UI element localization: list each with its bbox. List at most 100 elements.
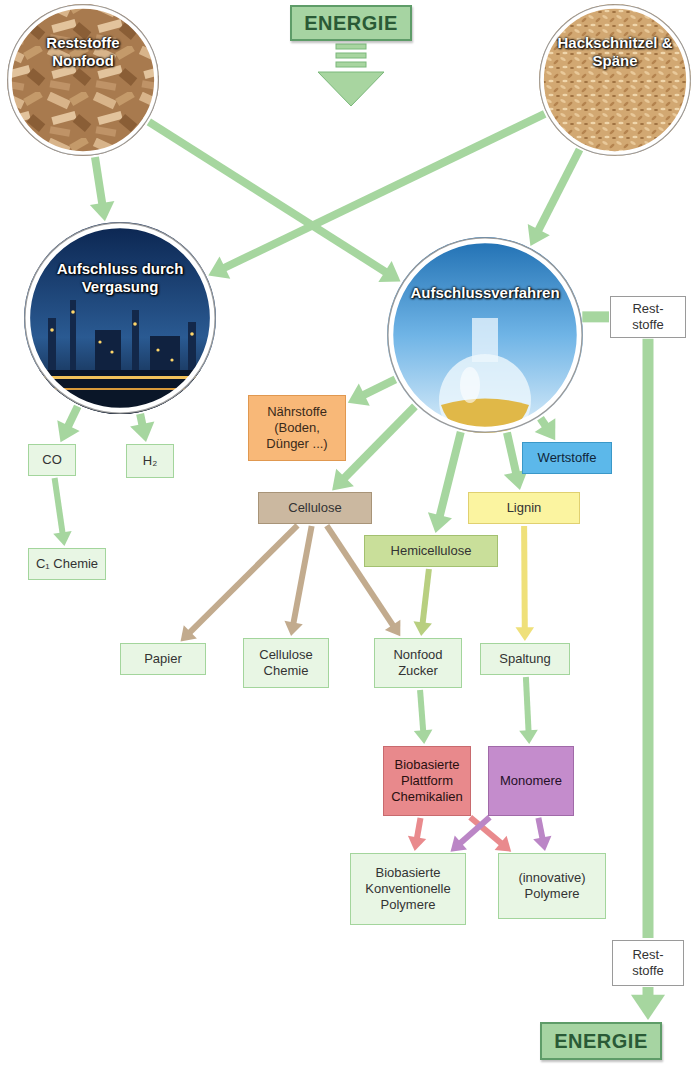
platform-box: Biobasierte Plattform Chemikalien <box>383 746 471 816</box>
circle-outline <box>7 4 159 156</box>
node-text: C₁ Chemie <box>36 556 98 572</box>
product-box: Cellulose Chemie <box>243 638 329 688</box>
arrow-head <box>535 418 556 440</box>
refinery-silhouette <box>20 300 230 420</box>
flow-arrow <box>582 316 609 317</box>
wood-chips-photo <box>7 4 159 156</box>
arrow-head <box>378 261 400 282</box>
node-text: Aufschluss durch Vergasung <box>47 260 193 296</box>
product-box: Nonfood Zucker <box>374 638 462 688</box>
arrow-shaft <box>538 149 580 231</box>
arrow-head <box>414 730 433 744</box>
arrow-shaft <box>582 311 609 322</box>
node-text: Nonfood Zucker <box>381 647 455 679</box>
arrow-head <box>413 621 431 636</box>
flow-arrow <box>414 690 433 744</box>
flow-arrow <box>130 414 154 442</box>
flow-arrow <box>515 526 534 641</box>
node-text: Biobasierte Plattform Chemikalien <box>390 757 464 805</box>
circle-outline <box>24 222 216 414</box>
circle-label: Hackschnitzel & Späne <box>557 34 673 70</box>
node-text: CO <box>42 452 62 468</box>
monomer-box: Monomere <box>488 746 574 816</box>
node-text: Wertstoffe <box>538 450 597 466</box>
arrow-head <box>53 531 71 546</box>
arrow-shaft <box>643 339 654 938</box>
arrow-shaft <box>507 433 517 475</box>
arrow-shaft <box>343 406 415 479</box>
arrow-head <box>284 621 302 636</box>
arrow-head <box>90 201 115 221</box>
node-text: Hemicellulose <box>391 543 472 559</box>
nutrient-box: Nährstoffe (Boden, Dünger ...) <box>248 395 346 461</box>
arrow-shaft <box>538 818 542 840</box>
arrow-shaft <box>420 690 423 732</box>
node-text: (innovative) Polymere <box>505 870 599 902</box>
product-box: H₂ <box>126 444 174 478</box>
energy-box: ENERGIE <box>540 1022 662 1060</box>
arrow-head <box>519 730 538 744</box>
node-text: Lignin <box>507 500 542 516</box>
arrow-head <box>181 625 197 641</box>
flow-arrow <box>535 418 556 440</box>
node-text: Monomere <box>500 773 562 789</box>
arrow-shaft <box>222 114 544 269</box>
node-text: ENERGIE <box>554 1029 648 1053</box>
hemicellulose-box: Hemicellulose <box>364 535 498 567</box>
arrow-head <box>631 995 665 1020</box>
arrow-head <box>385 620 400 637</box>
arrow-shaft <box>55 478 63 534</box>
circle-shadow-ring <box>25 223 215 413</box>
arrow-head <box>495 836 512 852</box>
flow-arrow <box>451 817 490 851</box>
flow-arrow <box>470 817 511 851</box>
flow-arrow <box>428 432 461 533</box>
circle-label: Aufschluss durch Vergasung <box>47 260 193 296</box>
flow-arrow <box>348 379 396 405</box>
circle-outline <box>539 4 691 156</box>
circle-label: Reststoffe Nonfood <box>25 34 141 70</box>
node-text: Rest- stoffe <box>619 947 677 979</box>
arrow-shaft <box>362 379 396 396</box>
flow-arrow <box>533 818 551 851</box>
arrow-head <box>408 836 426 851</box>
node-text: ENERGIE <box>304 11 398 35</box>
product-box: Papier <box>120 643 206 675</box>
node-text: Rest- stoffe <box>617 301 679 333</box>
arrow-head <box>528 224 550 246</box>
flow-arrow <box>648 339 649 938</box>
arrow-shaft <box>439 432 460 518</box>
arrow-head <box>451 836 468 852</box>
flow-arrow <box>57 406 79 442</box>
material-circle: Hackschnitzel & Späne <box>539 4 691 156</box>
product-box: Biobasierte Konventionelle Polymere <box>350 853 466 925</box>
node-text: Aufschlussverfahren <box>399 284 572 302</box>
residue-box: Rest- stoffe <box>610 296 686 338</box>
arrow-head <box>208 256 230 278</box>
arrow-head <box>533 836 551 851</box>
energy-box: ENERGIE <box>290 5 412 41</box>
circle-white-ring <box>10 7 156 153</box>
arrow-shaft <box>189 525 298 633</box>
node-text: Papier <box>144 651 182 667</box>
flow-arrow <box>90 157 115 221</box>
circle-white-ring <box>28 226 212 410</box>
arrow-head <box>428 512 452 533</box>
flow-arrow <box>519 677 538 744</box>
node-text: Biobasierte Konventionelle Polymere <box>357 865 459 913</box>
arrow-shaft <box>67 406 77 428</box>
arrow-shaft <box>293 526 311 625</box>
node-text: Reststoffe Nonfood <box>25 34 141 70</box>
node-text: Spaltung <box>499 651 550 667</box>
circle-shadow-ring <box>388 238 582 432</box>
arrow-head <box>332 469 354 491</box>
arrow-head <box>348 384 370 406</box>
circle-white-ring <box>391 241 579 429</box>
arrow-head <box>130 421 154 442</box>
product-box: (innovative) Polymere <box>498 853 606 919</box>
flow-arrow <box>528 149 580 245</box>
arrow-head <box>57 420 79 442</box>
node-text: Hackschnitzel & Späne <box>557 34 673 70</box>
flow-arrow <box>208 114 544 279</box>
